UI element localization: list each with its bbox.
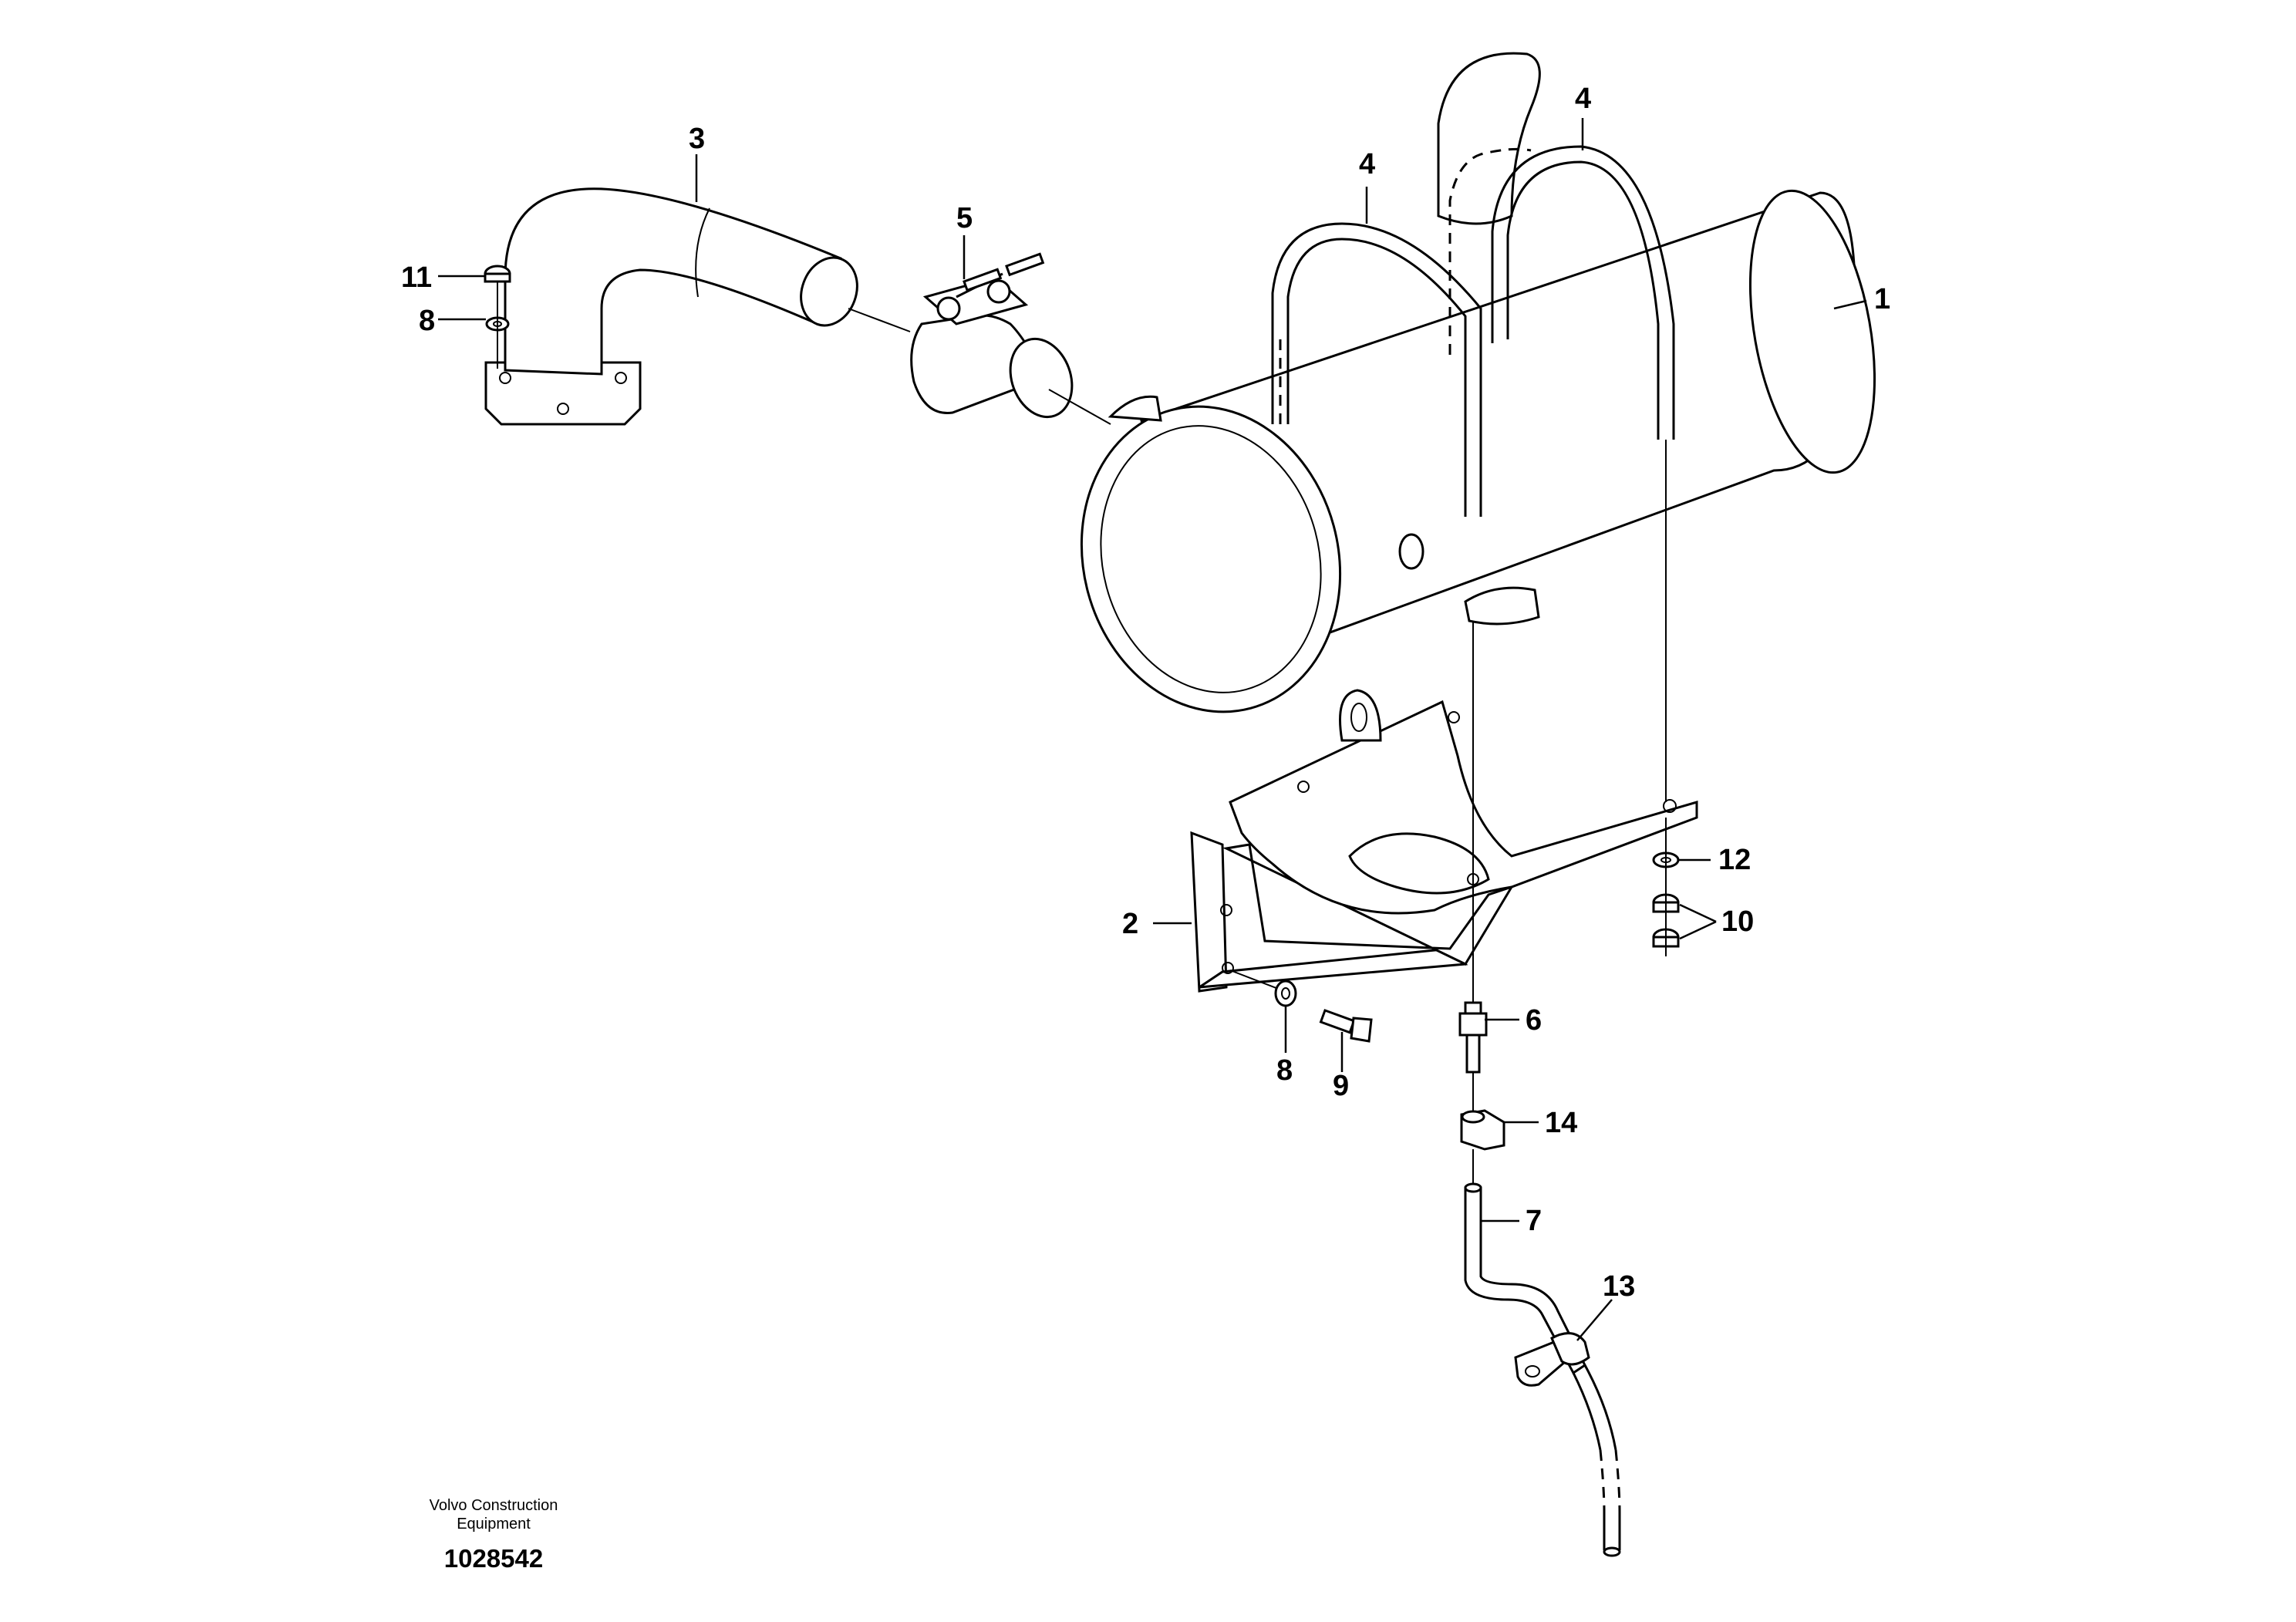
part-8-washer-bottom (1274, 980, 1297, 1007)
part-4-u-bolt-left (1271, 222, 1482, 517)
callout-3: 3 (689, 123, 705, 155)
callout-1: 1 (1874, 283, 1890, 315)
diagram-footer: Volvo Construction Equipment 1028542 (401, 1496, 586, 1573)
part-13-hose-bracket (1514, 1332, 1590, 1387)
callout-5: 5 (956, 202, 973, 234)
part-2-support-bracket (1190, 689, 1698, 993)
leader-lines (438, 118, 1867, 1341)
callout-12: 12 (1718, 844, 1751, 876)
part-5-pipe-clamp (910, 252, 1074, 419)
callout-4-right: 4 (1575, 83, 1591, 115)
part-14-clip (1460, 1109, 1505, 1151)
callout-9: 9 (1333, 1070, 1349, 1102)
part-1-silencer (1080, 52, 1876, 713)
part-4-u-bolt-right (1491, 145, 1675, 440)
callout-4-left: 4 (1359, 148, 1375, 180)
part-6-drain-nipple (1458, 1001, 1488, 1074)
callout-6: 6 (1526, 1004, 1542, 1037)
brand-line-2: Equipment (457, 1516, 531, 1533)
part-7-drain-hose (1464, 1182, 1621, 1557)
callout-11: 11 (401, 261, 432, 294)
callout-8-top: 8 (419, 305, 435, 337)
part-9-bolt (1319, 1009, 1373, 1043)
part-3-exhaust-elbow-pipe (484, 187, 858, 426)
brand-line-1: Volvo Construction (429, 1497, 558, 1514)
callout-13: 13 (1603, 1270, 1635, 1303)
callout-labels: 1 2 3 4 4 5 6 7 8 8 9 10 11 12 13 14 (401, 83, 1890, 1303)
part-11-nut (484, 265, 511, 283)
callout-14: 14 (1545, 1107, 1577, 1139)
callout-8-bottom: 8 (1276, 1054, 1293, 1087)
callout-2: 2 (1122, 908, 1138, 940)
callout-10: 10 (1721, 905, 1754, 938)
document-number: 1028542 (443, 1544, 544, 1573)
callout-7: 7 (1526, 1205, 1542, 1237)
